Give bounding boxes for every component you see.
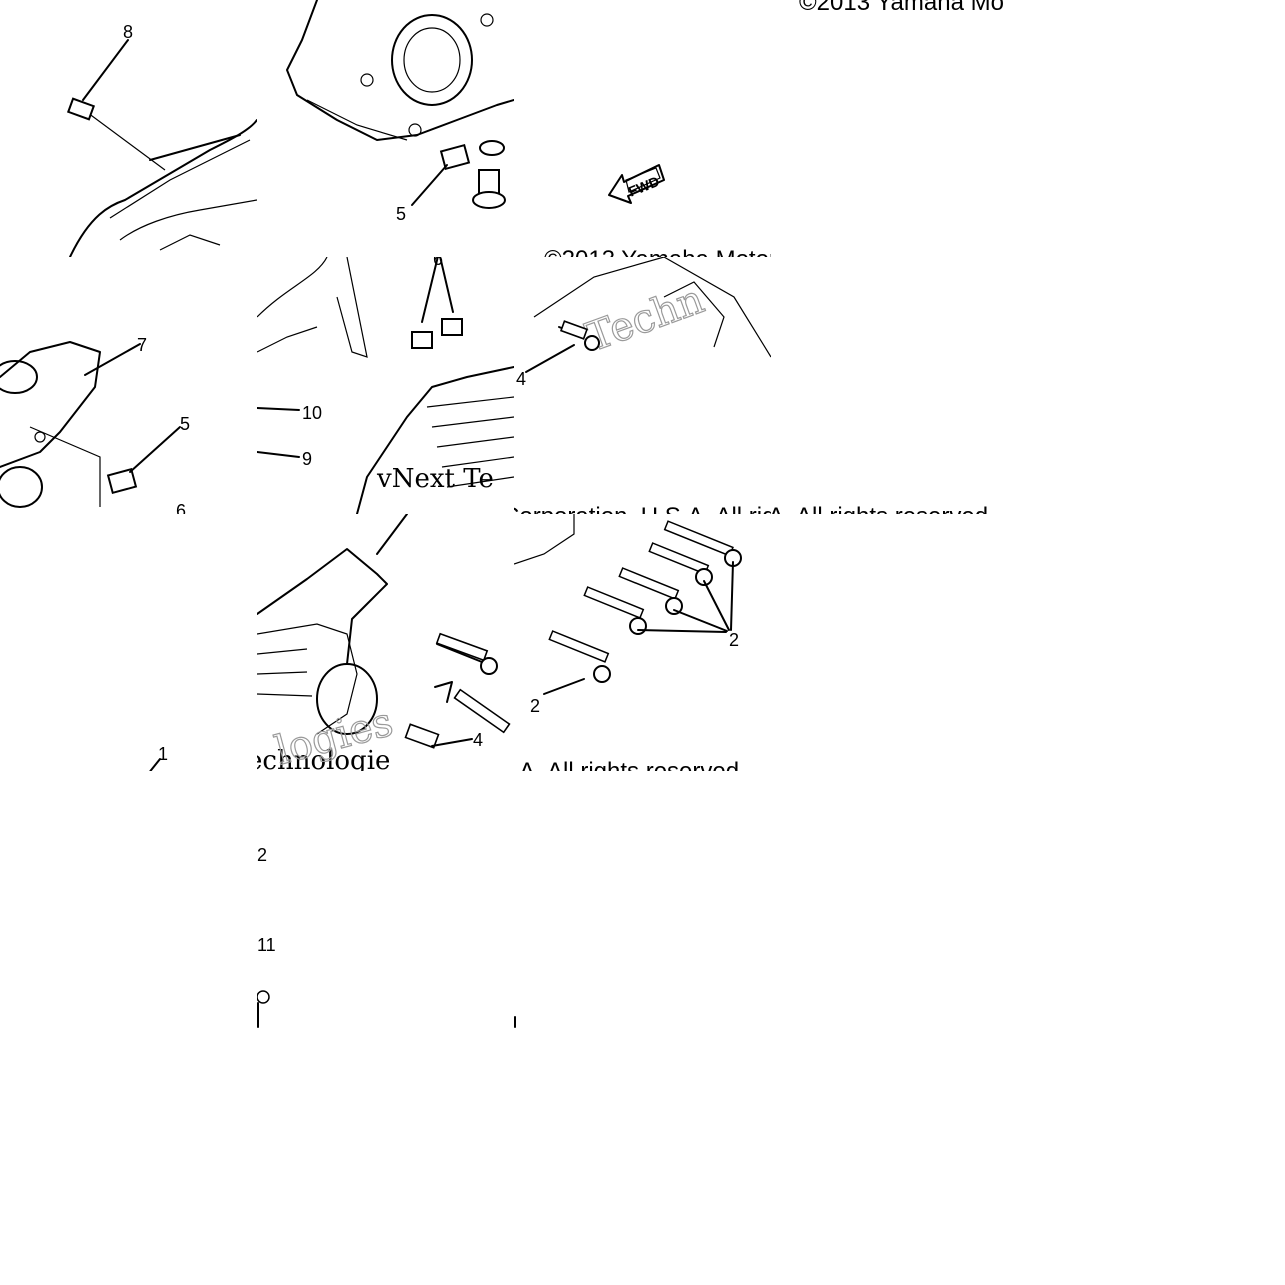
callout-7: 7 [137, 335, 147, 355]
cover-housing [0, 341, 101, 508]
copyright-text: A. All rights reserved. [771, 503, 995, 514]
drain-bolt [472, 169, 506, 209]
diagram-tile-r4c2: 2 11 [257, 771, 514, 1028]
gasket-outline [257, 257, 368, 358]
callout-9: 9 [302, 449, 312, 469]
callout-leader-4 [431, 738, 473, 747]
leader-line [149, 134, 241, 161]
callout-10: 10 [302, 403, 322, 423]
callout-2: 2 [257, 845, 267, 865]
screw-4 [404, 723, 440, 749]
callout-leader-9 [257, 451, 300, 458]
copyright-text: A. All rights reserved. [519, 758, 746, 771]
watermark-text: Techn [580, 276, 710, 361]
washer [479, 140, 505, 156]
diagram-tile-r3c1: 1 [0, 514, 257, 771]
fwd-arrow: FWD [608, 164, 665, 204]
bolt-3 [453, 688, 511, 734]
diagram-tile-r3c3: 2 2 3 A. All rights reserved. [514, 514, 771, 771]
bracket [434, 681, 453, 703]
callout-6: 6 [433, 257, 443, 269]
dowel-pin-5 [439, 143, 471, 171]
diagram-tile-r2c1: 7 5 6 [0, 257, 257, 514]
bolt-set-2 [583, 520, 742, 635]
diagram-tile-r4c3 [514, 771, 771, 1028]
bolt-long [435, 632, 498, 675]
fwd-label: FWD [626, 173, 662, 200]
dowel-pin-6b [441, 318, 463, 336]
diagram-tile-r3c2: echnologie logies 4 [257, 514, 514, 771]
diagram-tile-r1c4: ©2013 Yamaha Mo [771, 0, 1028, 257]
callout-5: 5 [396, 204, 406, 224]
watermark-text: echnologie [257, 746, 390, 771]
crankcase-housing [286, 0, 514, 141]
screw-4 [558, 320, 600, 351]
crankcase-rear [533, 257, 771, 358]
callout-6: 6 [176, 501, 186, 514]
crankcase-left-outline [69, 119, 257, 257]
copyright-text: ©2013 Yamaha Mo [799, 0, 1004, 16]
copyright-text: ©2013 Yamaha Motor Corporation, U.S. [544, 246, 771, 257]
callout-11: 11 [257, 935, 276, 955]
callout-leader-6 [421, 257, 439, 323]
crankcase-right [356, 366, 514, 514]
callout-leader-5 [129, 426, 181, 473]
callout-8: 8 [123, 22, 133, 42]
callout-leader-1 [149, 758, 161, 771]
callout-leader-8 [82, 39, 129, 101]
diagram-tile-r1c2: 5 [257, 0, 514, 257]
callout-leader-6 [439, 257, 454, 313]
callout-leader-4 [525, 344, 575, 373]
diagram-tile-r3c4 [771, 514, 1028, 771]
diagram-tile-r2c2: 6 10 9 vNext Te [257, 257, 514, 514]
bolt-head-remnant [257, 990, 270, 1004]
diagram-tile-r1c3: FWD ©2013 Yamaha Motor Corporation, U.S. [514, 0, 771, 257]
copyright-text: otor Corporation, U.S.A. All rights rese… [514, 503, 771, 514]
dowel-pin-6a [411, 331, 433, 349]
leader-line [83, 109, 166, 171]
watermark-text: vNext Te [376, 464, 494, 494]
callout-4: 4 [473, 730, 483, 750]
callout-2: 2 [530, 696, 540, 716]
diagram-tile-r1c1: 8 [0, 0, 257, 257]
crankcase-lower [257, 514, 408, 735]
callout-leader-10 [257, 407, 300, 411]
dowel-pin-8 [66, 97, 96, 121]
case-edge [514, 514, 575, 565]
dowel-pin-5 [106, 467, 138, 495]
callout-5: 5 [180, 414, 190, 434]
callout-leader-5 [411, 164, 448, 206]
diagram-tile-r2c3: Techn 4 otor Corporation, U.S.A. All rig… [514, 257, 771, 514]
callout-2: 2 [729, 630, 739, 650]
bolt-single-2 [543, 630, 611, 695]
callout-4: 4 [516, 369, 526, 389]
diagram-tile-r2c4: A. All rights reserved. [771, 257, 1028, 514]
callout-leader-7 [84, 343, 141, 376]
callout-1: 1 [158, 744, 168, 764]
